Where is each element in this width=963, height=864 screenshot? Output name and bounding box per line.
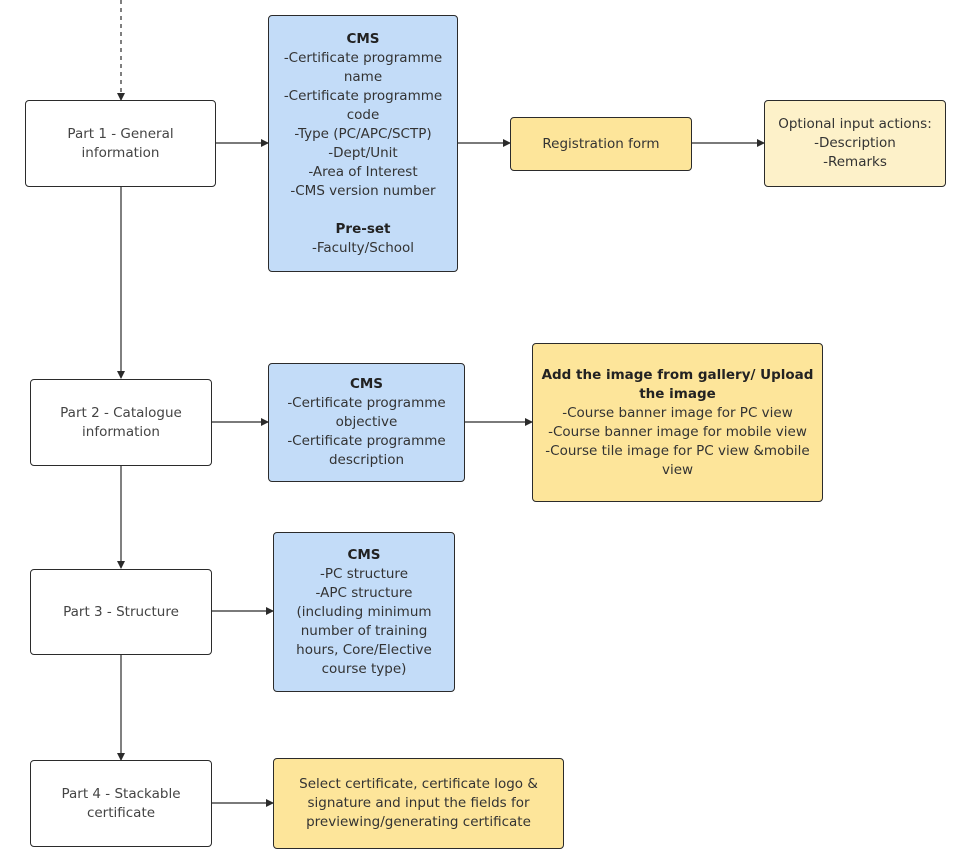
optional-actions-title: Optional input actions: <box>778 116 932 132</box>
optional-actions-item: -Remarks <box>823 154 887 170</box>
cms-catalogue-item: -Certificate programme objective <box>287 395 446 430</box>
part2-label: Part 2 - Catalogue information <box>60 404 182 440</box>
optional-actions-node[interactable]: Optional input actions: -Description -Re… <box>764 100 946 187</box>
part2-node[interactable]: Part 2 - Catalogue information <box>30 379 212 466</box>
part3-label: Part 3 - Structure <box>63 603 179 620</box>
cms-general-node[interactable]: CMS -Certificate programme name -Certifi… <box>268 15 458 272</box>
image-upload-title: Add the image from gallery/ Upload the i… <box>541 366 814 402</box>
part1-node[interactable]: Part 1 - General information <box>25 100 216 187</box>
part1-label: Part 1 - General information <box>67 125 174 161</box>
image-upload-node[interactable]: Add the image from gallery/ Upload the i… <box>532 343 823 502</box>
preset-item: -Faculty/School <box>311 239 415 256</box>
cms-general-item: -Type (PC/APC/SCTP) <box>294 125 432 142</box>
preset-title: Pre-set <box>335 220 391 237</box>
cms-catalogue-item: -Certificate programme description <box>287 433 446 468</box>
optional-actions-item: -Description <box>814 135 896 151</box>
certificate-node[interactable]: Select certificate, certificate logo & s… <box>273 758 564 849</box>
image-upload-item: -Course banner image for PC view <box>562 404 793 421</box>
cms-general-item: -Certificate programme name <box>283 49 443 85</box>
cms-structure-item: (including minimum number of training ho… <box>296 603 432 677</box>
cms-structure-title: CMS <box>347 546 381 563</box>
part3-node[interactable]: Part 3 - Structure <box>30 569 212 655</box>
cms-structure-node[interactable]: CMS -PC structure -APC structure (includ… <box>273 532 455 692</box>
image-upload-item: -Course banner image for mobile view <box>548 423 807 440</box>
cms-catalogue-title: CMS <box>349 376 384 392</box>
cms-structure-item: -PC structure <box>320 565 408 582</box>
part4-label: Part 4 - Stackable certificate <box>61 785 181 821</box>
cms-structure-item: -APC structure <box>315 584 413 601</box>
cms-general-title: CMS <box>346 30 380 47</box>
cms-catalogue-node[interactable]: CMS -Certificate programme objective -Ce… <box>268 363 465 482</box>
certificate-label: Select certificate, certificate logo & s… <box>299 776 538 830</box>
spacer <box>277 201 449 220</box>
part4-node[interactable]: Part 4 - Stackable certificate <box>30 760 212 847</box>
cms-general-item: -Certificate programme code <box>283 87 443 123</box>
cms-general-item: -Dept/Unit <box>328 144 398 161</box>
cms-general-item: -Area of Interest <box>308 163 418 180</box>
registration-form-node[interactable]: Registration form <box>510 117 692 171</box>
registration-form-label: Registration form <box>542 135 660 152</box>
cms-general-item: -CMS version number <box>290 182 436 199</box>
image-upload-item: -Course tile image for PC view &mobile v… <box>545 442 810 478</box>
